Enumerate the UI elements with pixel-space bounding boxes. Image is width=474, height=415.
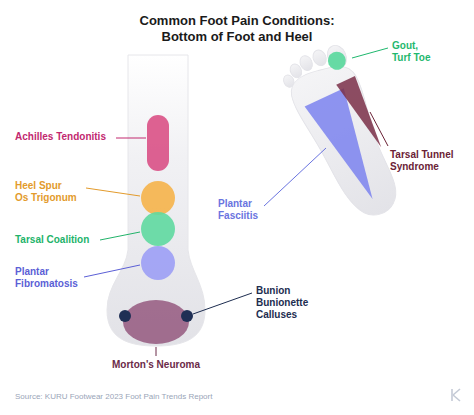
condition-label: Heel Spur	[15, 180, 85, 192]
source-caption: Source: KURU Footwear 2023 Foot Pain Tre…	[15, 392, 212, 402]
condition-label: Tarsal Tunnel Syndrome	[390, 149, 462, 173]
condition-label: Bunion	[256, 285, 326, 297]
diagram-title: Common Foot Pain Conditions: Bottom of F…	[132, 13, 342, 46]
condition-label: Gout, Turf Toe	[392, 40, 438, 64]
condition-label: Plantar Fibromatosis	[15, 266, 83, 290]
condition-label: Plantar Fasciitis	[218, 198, 270, 222]
condition-label: Bunionette	[256, 297, 326, 309]
condition-label: Os Trigonum	[15, 192, 85, 204]
condition-label: Calluses	[256, 309, 326, 321]
condition-label: Achilles Tendonitis	[15, 131, 115, 143]
condition-label: Tarsal Coalition	[15, 234, 99, 246]
condition-label: Morton's Neuroma	[96, 359, 216, 371]
